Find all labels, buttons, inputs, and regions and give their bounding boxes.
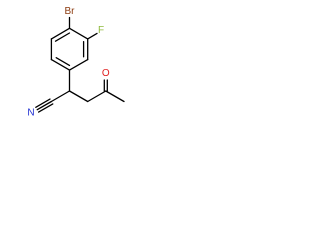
molecule-structure-diagram: Br F N O — [27, 6, 125, 119]
ring-bond-c3-c4 — [68, 58, 89, 71]
bond-ch-ch2 — [68, 90, 89, 103]
bond-ch-cn-carbon — [50, 90, 71, 103]
ring-bond-c4-c5 — [50, 58, 71, 71]
bond-ch2-carbonyl — [87, 90, 107, 103]
bond-c2-f — [87, 32, 98, 40]
bond-carbonyl-methyl — [105, 90, 125, 103]
atom-label-fluorine: F — [98, 25, 104, 36]
ring-double-bond-c4-c5 — [55, 57, 71, 67]
atom-label-oxygen: O — [102, 68, 110, 79]
atom-label-nitrogen: N — [27, 108, 34, 119]
nitrile-triple-bond-line-2 — [35, 98, 51, 108]
ring-double-bond-c6-c1 — [54, 32, 71, 42]
atom-label-bromine: Br — [65, 6, 76, 17]
nitrile-triple-bond-line-1 — [36, 100, 53, 111]
ring-bond-c6-c1 — [50, 27, 71, 40]
ring-bond-c1-c2 — [68, 27, 89, 40]
nitrile-triple-bond-line-3 — [37, 103, 54, 113]
